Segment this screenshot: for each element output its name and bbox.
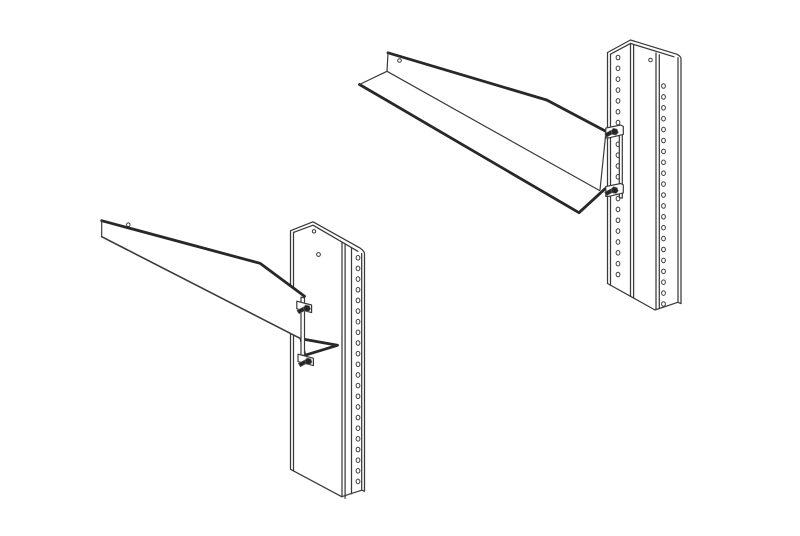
rail-mounting-hole [661,279,666,286]
rail-mounting-hole [316,252,321,257]
rail-mounting-hole [661,268,666,275]
rail-mounting-hole [615,119,621,126]
bracket-face [387,52,606,190]
rail-mounting-hole [615,54,621,61]
rail-mounting-hole [355,308,361,314]
screw-head [610,186,619,194]
rail-mounting-hole [355,372,361,378]
rail-mounting-hole [615,87,621,93]
rail-mounting-hole [355,254,361,261]
rail-outline [289,221,366,498]
rail-outline [606,39,682,311]
rail-mounting-hole [355,436,361,442]
rail-mounting-hole [661,181,666,187]
rail-mounting-hole [661,115,666,122]
rail-mounting-hole [661,301,666,307]
rail-mounting-hole [615,228,621,234]
bracket-edge [358,83,607,215]
rail-mounting-hole [615,260,621,267]
rail-mounting-hole [661,214,666,220]
screw-head [610,127,619,136]
rail-mounting-hole [355,457,361,463]
rail-mounting-hole [661,159,666,166]
rail-mounting-hole [661,235,666,242]
bracket-edge [100,235,302,340]
bracket-tip-hole [126,222,131,227]
rail-mounting-hole [355,393,361,400]
rail-mounting-hole [615,76,621,82]
bracket-face [101,220,305,340]
rail-mounting-hole [615,271,621,278]
rail-mounting-hole [355,478,361,485]
screw-head [304,357,313,366]
bracket-edge [386,52,389,72]
rail-mounting-hole [661,105,666,111]
bracket-edge [386,70,601,192]
rail-mounting-hole [615,250,621,256]
bracket-face [359,71,600,213]
rail-mounting-hole [615,98,621,104]
rail-mounting-hole [661,126,666,133]
rail-mounting-hole [355,414,361,421]
rail-mounting-hole [661,290,666,296]
rail-mounting-hole [661,203,666,209]
bracket-edge [358,70,388,86]
rail-mounting-hole [661,257,666,264]
rail-mounting-hole [661,94,666,100]
rail-mounting-hole [661,224,666,231]
rack-rail [289,221,366,499]
rail-mounting-hole [355,361,361,368]
rail-mounting-hole [648,57,653,63]
rail-mounting-hole [661,192,666,198]
rack-screw [296,304,311,315]
bracket-face [301,338,338,356]
bracket-assembly-upper-right [358,39,682,311]
bracket-edge [599,130,607,191]
rack-screw [604,127,619,138]
rail-mounting-hole [661,170,666,176]
shelf-bracket [100,219,339,368]
rail-mounting-hole [615,239,621,245]
rail-mounting-hole [311,229,317,234]
rail-mounting-hole [355,350,361,357]
bracket-edge [100,219,306,298]
rail-mounting-hole [355,404,361,410]
rail-mounting-hole [355,286,361,293]
rail-mounting-hole [661,148,666,155]
rail-mounting-hole [615,206,621,213]
rack-screw [297,357,313,368]
bracket-assembly-lower-left [100,219,366,499]
rail-mounting-hole [615,217,621,224]
rack-screw [604,186,619,197]
rail-mounting-hole [355,318,361,325]
rail-mounting-hole [661,83,666,89]
bracket-tip-hole [397,58,402,63]
rail-mounting-hole [355,382,361,389]
screw-head [303,304,311,313]
rail-mounting-hole [355,340,361,346]
rail-mounting-hole [355,265,361,272]
bracket-edge [386,51,608,133]
rail-mounting-hole [661,137,666,144]
shelf-bracket [358,51,624,215]
rack-rail [606,39,682,311]
rail-mounting-hole [355,297,361,304]
rail-mounting-hole [661,246,666,253]
rail-outline [292,224,359,252]
rail-mounting-hole [355,425,361,432]
rail-mounting-hole [355,446,361,453]
rail-mounting-hole [615,108,621,115]
rail-mounting-hole [355,276,361,282]
rail-mounting-hole [355,468,361,474]
rail-mounting-hole [355,329,361,336]
rail-mounting-hole [615,65,621,72]
